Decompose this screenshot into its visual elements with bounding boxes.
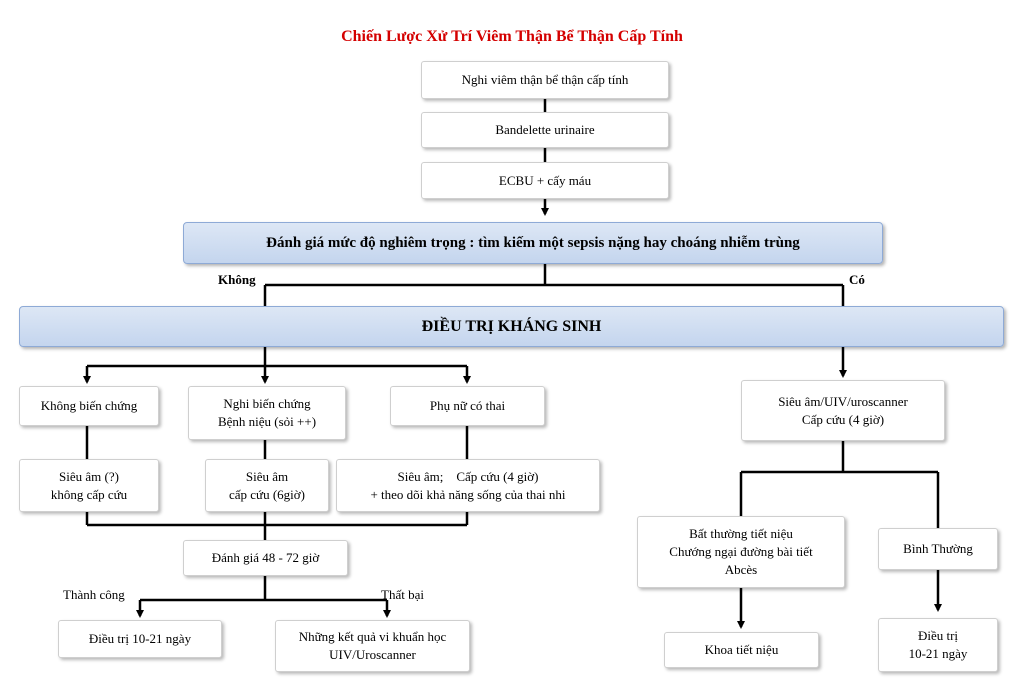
urology-text: Khoa tiết niệu — [704, 642, 779, 657]
suspect-complication-line-2: Bệnh niệu (sỏi ++) — [217, 414, 317, 429]
dipstick-box: Bandelette urinaire — [421, 112, 669, 148]
suspect-complication-line-1: Nghi biến chứng — [223, 396, 311, 411]
abnormal-line-1: Bất thường tiết niệu — [689, 526, 793, 541]
evaluate-box: Đánh giá 48 - 72 giờ — [183, 540, 348, 576]
antibiotic-text: ĐIỀU TRỊ KHÁNG SINH — [421, 317, 602, 335]
failure-label: Thất bại — [381, 587, 424, 602]
us-pregnant-line-1: Siêu âm; Cấp cứu (4 giờ) — [397, 468, 539, 484]
treat-failure-box: Những kết quả vi khuẩn học UIV/Uroscanne… — [275, 620, 470, 672]
ecbu-box: ECBU + cấy máu — [421, 162, 669, 199]
treat-failure-line-2: UIV/Uroscanner — [329, 647, 416, 662]
assessment-text: Đánh giá mức độ nghiêm trọng : tìm kiếm … — [266, 234, 800, 251]
suspect-box: Nghi viêm thận bể thận cấp tính — [421, 61, 669, 99]
branch-no-label: Không — [218, 272, 256, 287]
suspect-complication-box: Nghi biến chứng Bệnh niệu (sỏi ++) — [188, 386, 346, 440]
diagram-title: Chiến Lược Xử Trí Viêm Thận Bể Thận Cấp … — [341, 28, 683, 45]
us-pregnant-box: Siêu âm; Cấp cứu (4 giờ) + theo dõi khả … — [336, 459, 600, 512]
success-label: Thành công — [63, 587, 125, 602]
evaluate-text: Đánh giá 48 - 72 giờ — [211, 550, 320, 565]
imaging-line-2: Cấp cứu (4 giờ) — [801, 411, 885, 427]
pregnant-box: Phụ nữ có thai — [390, 386, 545, 426]
urology-box: Khoa tiết niệu — [664, 632, 819, 668]
no-complication-text: Không biến chứng — [40, 398, 138, 413]
abnormal-line-3: Abcès — [724, 562, 758, 577]
treat-right-line-2: 10-21 ngày — [908, 646, 968, 661]
abnormal-line-2: Chướng ngại đường bài tiết — [669, 544, 813, 559]
treat-failure-line-1: Những kết quả vi khuẩn học — [298, 629, 447, 644]
us-nonurgent-line-2: không cấp cứu — [50, 486, 128, 502]
suspect-text: Nghi viêm thận bể thận cấp tính — [461, 72, 629, 87]
normal-text: Bình Thường — [903, 541, 973, 556]
us-nonurgent-line-1: Siêu âm (?) — [59, 468, 119, 484]
treat-success-text: Điều trị 10-21 ngày — [88, 631, 192, 646]
no-complication-box: Không biến chứng — [19, 386, 159, 426]
imaging-line-1: Siêu âm/UIV/uroscanner — [778, 393, 908, 409]
treat-right-box: Điều trị 10-21 ngày — [878, 618, 998, 672]
us-urgent-line-1: Siêu âm — [245, 468, 289, 484]
us-urgent-box: Siêu âm cấp cứu (6giờ) — [205, 459, 329, 512]
assessment-band: Đánh giá mức độ nghiêm trọng : tìm kiếm … — [183, 222, 883, 264]
normal-box: Bình Thường — [878, 528, 998, 570]
antibiotic-band: ĐIỀU TRỊ KHÁNG SINH — [19, 306, 1004, 347]
treat-right-line-1: Điều trị — [917, 628, 959, 643]
imaging-box: Siêu âm/UIV/uroscanner Cấp cứu (4 giờ) — [741, 380, 945, 441]
branch-yes-label: Có — [849, 272, 865, 287]
treat-success-box: Điều trị 10-21 ngày — [58, 620, 222, 658]
us-nonurgent-box: Siêu âm (?) không cấp cứu — [19, 459, 159, 512]
us-urgent-line-2: cấp cứu (6giờ) — [228, 486, 305, 502]
abnormal-box: Bất thường tiết niệu Chướng ngại đường b… — [637, 516, 845, 588]
pregnant-text: Phụ nữ có thai — [429, 398, 506, 413]
us-pregnant-line-2: + theo dõi khả năng sống của thai nhi — [370, 486, 566, 502]
dipstick-text: Bandelette urinaire — [495, 122, 595, 137]
ecbu-text: ECBU + cấy máu — [498, 172, 592, 188]
